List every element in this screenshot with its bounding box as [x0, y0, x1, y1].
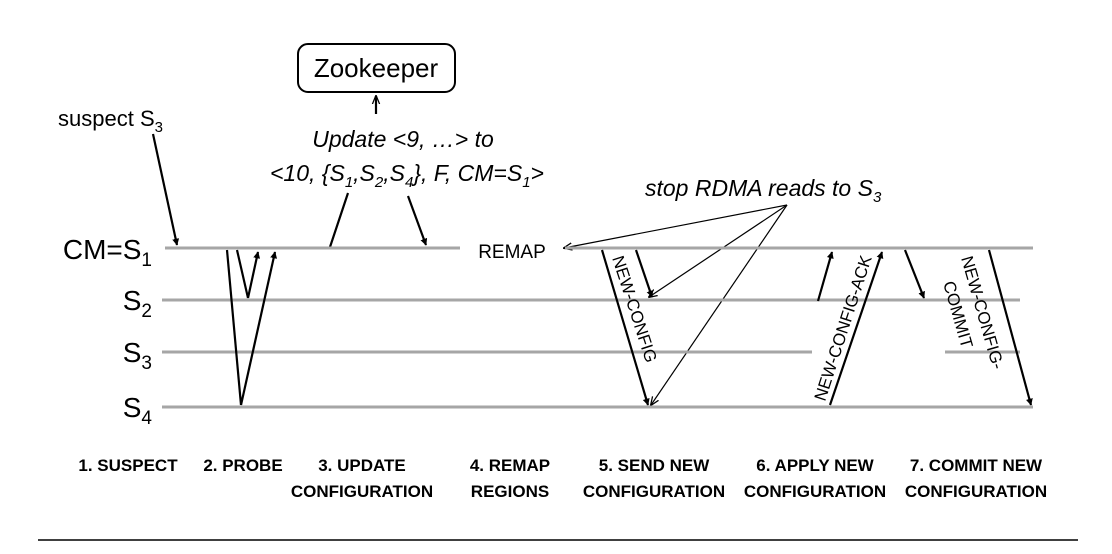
new-config-to-s2: [634, 249, 654, 298]
probe-to-s4: [225, 249, 243, 406]
probe-reply-s4: [239, 251, 278, 406]
update-note-part: ,S: [383, 160, 405, 186]
node-label-s4: S4: [123, 392, 153, 429]
new-config-label: NEW-CONFIG: [608, 253, 660, 365]
phase-5-line2: CONFIGURATION: [583, 482, 725, 501]
stop-arrow-cm: [564, 204, 788, 248]
update-note-part: 2: [374, 174, 384, 191]
phase-1-line1: 1. SUSPECT: [78, 456, 178, 475]
node-label-cm-s1: CM=S1: [63, 234, 152, 271]
probe-to-s2: [235, 249, 250, 299]
new-config-ack-label: NEW-CONFIG-ACK: [811, 252, 876, 403]
zookeeper-label: Zookeeper: [314, 53, 439, 83]
stop-arrow-s2: [649, 204, 788, 297]
suspect-arrow: [151, 133, 180, 246]
remap-label: REMAP: [478, 242, 546, 263]
update-note-line2: <10, {S1,S2,S4}, F, CM=S1>: [270, 160, 544, 191]
new-config-to-s4: [600, 249, 650, 406]
update-note-part: >: [531, 160, 544, 186]
update-note-part: <10, {S: [270, 160, 345, 186]
commit-to-s2: [903, 249, 926, 299]
update-note-part: }, F, CM=S: [411, 160, 523, 186]
phase-3-line2: CONFIGURATION: [291, 482, 433, 501]
update-arrow-up: [328, 192, 350, 248]
update-note-part: 1: [522, 174, 530, 191]
suspect-note: suspect S3: [58, 106, 163, 136]
commit-to-s4: [987, 249, 1033, 406]
phase-4-line2: REGIONS: [471, 482, 549, 501]
update-note-part: 4: [405, 174, 413, 191]
stop-rdma-note: stop RDMA reads to S3: [645, 175, 882, 206]
phase-4-line1: 4. REMAP: [470, 456, 550, 475]
ack-from-s2: [816, 251, 834, 302]
update-note-part: ,S: [353, 160, 375, 186]
phase-2-line1: 2. PROBE: [203, 456, 282, 475]
zookeeper-box: [297, 43, 456, 93]
phase-3-line1: 3. UPDATE: [318, 456, 406, 475]
update-note-part: 1: [345, 174, 353, 191]
phase-6-line1: 6. APPLY NEW: [756, 456, 874, 475]
stop-arrow-s4: [651, 204, 788, 405]
node-label-s2: S2: [123, 285, 152, 322]
node-label-s3: S3: [123, 337, 152, 374]
ack-from-s4: [828, 251, 884, 406]
phase-7-line2: CONFIGURATION: [905, 482, 1047, 501]
phase-6-line2: CONFIGURATION: [744, 482, 886, 501]
update-note-line1: Update <9, …> to: [312, 126, 494, 152]
probe-reply-s2: [246, 251, 261, 299]
phase-5-line1: 5. SEND NEW: [599, 456, 710, 475]
phase-7-line1: 7. COMMIT NEW: [910, 456, 1043, 475]
update-arrow-down: [406, 195, 428, 246]
